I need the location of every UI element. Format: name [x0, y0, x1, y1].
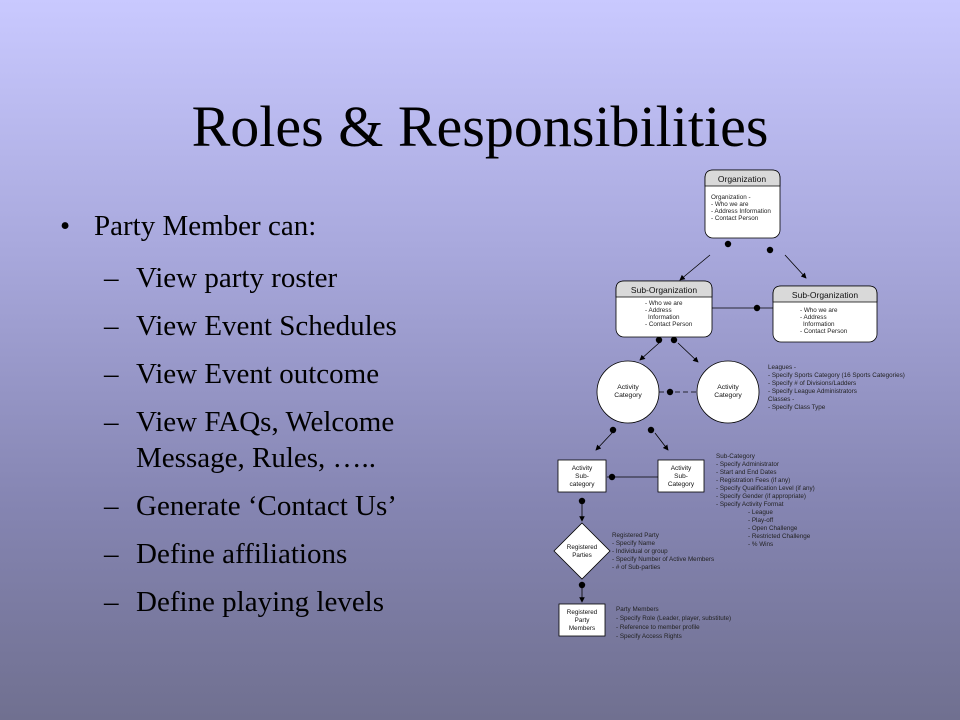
sub-item-text: View party roster — [136, 262, 338, 294]
members-label: Members — [569, 625, 595, 632]
sub-item-text: View Event Schedules — [136, 310, 397, 342]
note-line: - Specify Access Rights — [616, 633, 682, 640]
note-line: Party Members — [616, 606, 659, 613]
org-note: - Who we are — [711, 201, 749, 208]
sub-org-note: - Who we are — [645, 300, 683, 307]
dash-icon: – — [104, 586, 119, 618]
note-line: - Restricted Challenge — [748, 533, 811, 540]
sub-org-note: Information — [803, 321, 835, 328]
activity-category-left: Activity Category — [596, 360, 660, 424]
subcat-label: Category — [668, 481, 695, 488]
sub-item-text: Generate ‘Contact Us’ — [136, 490, 397, 522]
sub-item-6: –Define affiliations — [58, 536, 498, 572]
bullet-main-text: Party Member can: — [94, 210, 317, 242]
sub-item-7: –Define playing levels — [58, 584, 498, 620]
note-line: - Specify Administrator — [716, 461, 779, 468]
note-line: - Specify # of Divisions/Ladders — [768, 380, 856, 387]
note-line: - Registration Fees (if any) — [716, 477, 790, 484]
note-line: - Open Challenge — [748, 525, 798, 532]
bullet-list: • Party Member can: –View party roster –… — [58, 204, 498, 620]
sub-item-text: Define affiliations — [136, 538, 348, 570]
sub-org-note: - Address — [645, 307, 672, 314]
note-line: - Specify Gender (if appropriate) — [716, 493, 806, 500]
sub-org-note: Information — [648, 314, 680, 321]
parties-label: Registered — [567, 544, 598, 551]
parties-notes: Registered Party - Specify Name - Indivi… — [612, 532, 714, 571]
sub-item-3: –View Event outcome — [58, 356, 498, 392]
note-line: Leagues - — [768, 364, 796, 371]
activity-category-right: Activity Category — [696, 360, 760, 424]
note-line: - Specify Number of Active Members — [612, 556, 714, 563]
sub-org-right-box: Sub-Organization - Who we are - Address … — [772, 285, 878, 343]
note-line: - Individual or group — [612, 548, 668, 555]
dash-icon: – — [104, 538, 119, 570]
org-note: Organization - — [711, 194, 751, 201]
organization-box: Organization Organization - - Who we are… — [704, 169, 781, 239]
activity-label: Category — [714, 392, 742, 399]
subcat-label: category — [570, 481, 596, 488]
leagues-notes: Leagues - - Specify Sports Category (16 … — [768, 364, 905, 411]
hierarchy-diagram: Organization Organization - - Who we are… — [553, 169, 905, 640]
note-line: - Specify Sports Category (16 Sports Cat… — [768, 372, 905, 379]
sub-item-4: –View FAQs, Welcome Message, Rules, ….. — [58, 404, 498, 476]
members-label: Party — [575, 617, 591, 624]
note-line: - Play-off — [748, 517, 773, 524]
org-note: - Contact Person — [711, 215, 759, 222]
note-line: Sub-Category — [716, 453, 756, 460]
sub-item-text: View Event outcome — [136, 358, 380, 390]
sub-org-left-header: Sub-Organization — [631, 285, 697, 295]
note-line: - Specify Activity Format — [716, 501, 784, 508]
note-line: - Specify Class Type — [768, 404, 826, 411]
note-line: - League — [748, 509, 773, 516]
dash-icon: – — [104, 310, 119, 342]
sub-item-2: –View Event Schedules — [58, 308, 498, 344]
note-line: - % Wins — [748, 541, 773, 548]
note-line: - Reference to member profile — [616, 624, 700, 631]
sub-item-1: –View party roster — [58, 260, 498, 296]
note-line: - Specify Name — [612, 540, 656, 547]
note-line: Classes - — [768, 396, 794, 403]
connector-lines — [578, 240, 807, 603]
bullet-main: • Party Member can: — [58, 204, 498, 248]
registered-parties-diamond: Registered Parties — [553, 522, 611, 580]
sub-item-text: Define playing levels — [136, 586, 385, 618]
sub-org-note: - Contact Person — [645, 321, 693, 328]
activity-subcategory-right: Activity Sub- Category — [657, 459, 705, 493]
bullet-dot-icon: • — [60, 210, 71, 242]
sub-org-note: - Who we are — [800, 307, 838, 314]
activity-label: Activity — [617, 384, 639, 391]
sub-item-5: –Generate ‘Contact Us’ — [58, 488, 498, 524]
sub-item-text: View FAQs, Welcome Message, Rules, ….. — [136, 406, 395, 474]
sub-org-right-header: Sub-Organization — [792, 290, 858, 300]
note-line: Registered Party — [612, 532, 660, 539]
sub-org-note: - Address — [800, 314, 827, 321]
note-line: - Start and End Dates — [716, 469, 777, 476]
org-note: - Address Information — [711, 208, 771, 215]
subcat-label: Sub- — [674, 473, 688, 480]
dash-icon: – — [104, 262, 119, 294]
parties-label: Parties — [572, 552, 592, 559]
members-label: Registered — [567, 609, 598, 616]
note-line: - # of Sub-parties — [612, 564, 660, 571]
note-line: - Specify League Administrators — [768, 388, 857, 395]
dash-icon: – — [104, 490, 119, 522]
subcat-label: Sub- — [575, 473, 589, 480]
note-line: - Specify Role (Leader, player, substitu… — [616, 615, 731, 622]
subcat-label: Activity — [572, 465, 593, 472]
slide-title: Roles & Responsibilities — [191, 94, 769, 159]
activity-label: Activity — [717, 384, 739, 391]
activity-label: Category — [614, 392, 642, 399]
dash-icon: – — [104, 406, 119, 438]
sub-org-left-box: Sub-Organization - Who we are - Address … — [615, 280, 713, 338]
activity-subcategory-left: Activity Sub- category — [557, 459, 607, 493]
subcat-label: Activity — [671, 465, 692, 472]
organization-header: Organization — [718, 174, 766, 184]
party-members-box: Registered Party Members — [558, 603, 606, 637]
dash-icon: – — [104, 358, 119, 390]
subcat-notes: Sub-Category - Specify Administrator - S… — [716, 453, 815, 548]
sub-org-note: - Contact Person — [800, 328, 848, 335]
note-line: - Specify Qualification Level (if any) — [716, 485, 815, 492]
members-notes: Party Members - Specify Role (Leader, pl… — [616, 606, 731, 640]
